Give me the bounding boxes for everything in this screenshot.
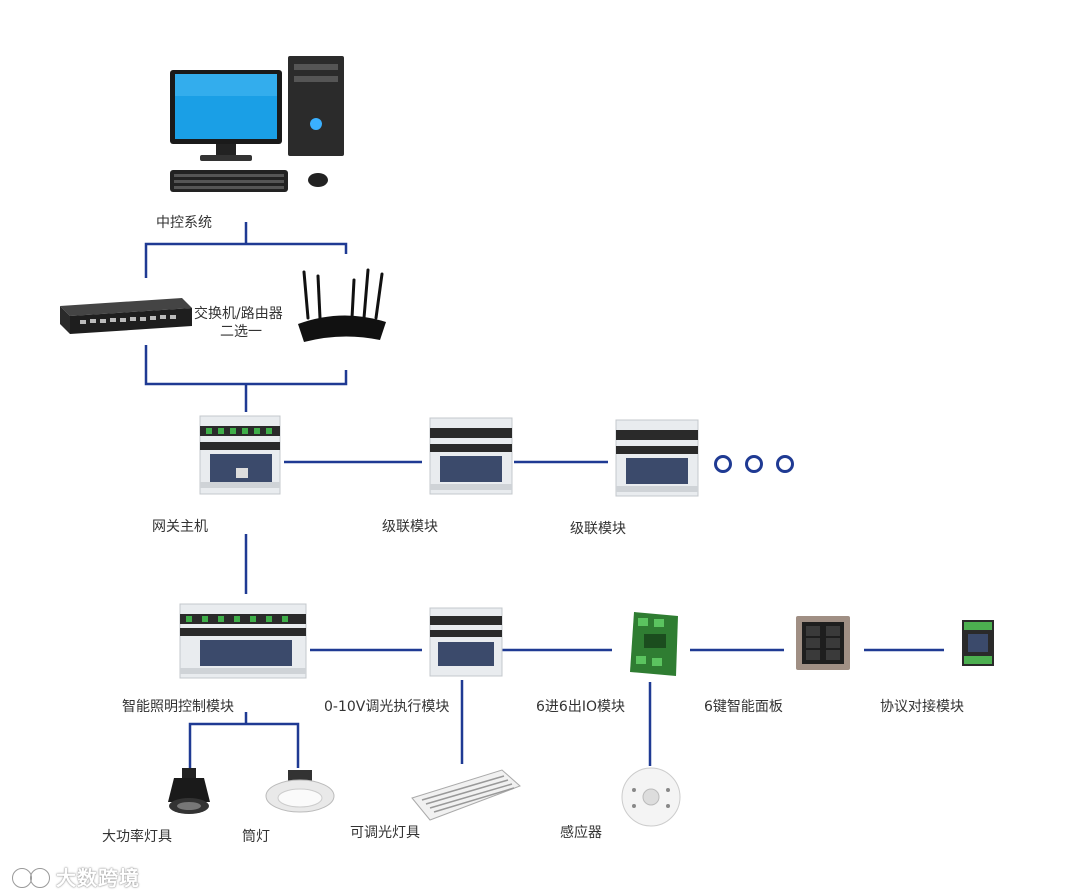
line-switch-top-bracket [144, 242, 348, 278]
watermark-text: 大数跨境 [56, 866, 140, 890]
label-dimmable: 可调光灯具 [350, 825, 420, 841]
label-switch-line1: 交换机/路由器 [194, 306, 283, 322]
router-icon [298, 268, 386, 342]
dimmer-module-icon [429, 607, 503, 677]
switch-icon [60, 298, 192, 334]
gateway-module-icon [199, 415, 281, 495]
label-downlight: 筒灯 [242, 829, 270, 845]
panel-icon [796, 616, 850, 670]
sensor-icon [621, 767, 681, 827]
downlight-icon [265, 770, 335, 813]
cascade-module-icon [429, 417, 513, 495]
more-indicator-dot [745, 455, 763, 473]
label-cascade2: 级联模块 [570, 521, 626, 537]
label-switch-line2: 二选一 [220, 324, 262, 340]
cascade-module-icon [615, 419, 699, 497]
line-switch-bottom-bracket [144, 345, 348, 386]
label-io: 6进6出IO模块 [536, 699, 625, 715]
lighting-control-module-icon [179, 603, 307, 679]
label-sensor: 感应器 [560, 825, 602, 841]
label-lighting-ctrl: 智能照明控制模块 [122, 699, 234, 715]
label-cascade1: 级联模块 [382, 519, 438, 535]
protocol-module-icon [962, 620, 994, 666]
label-central: 中控系统 [156, 215, 212, 231]
line-lighting-lamps [188, 722, 300, 768]
label-dimmer: 0-10V调光执行模块 [324, 699, 450, 715]
label-protocol: 协议对接模块 [880, 699, 964, 715]
label-panel: 6键智能面板 [704, 699, 783, 715]
watermark-logo-icon [12, 868, 50, 888]
high-power-lamp-icon [168, 768, 210, 814]
io-module-icon [630, 612, 678, 676]
label-gateway: 网关主机 [152, 519, 208, 535]
dimmable-lamp-icon [411, 769, 521, 821]
more-indicator-dot [714, 455, 732, 473]
computer-icon [170, 56, 344, 192]
label-highpower: 大功率灯具 [102, 829, 172, 845]
more-indicator-dot [776, 455, 794, 473]
